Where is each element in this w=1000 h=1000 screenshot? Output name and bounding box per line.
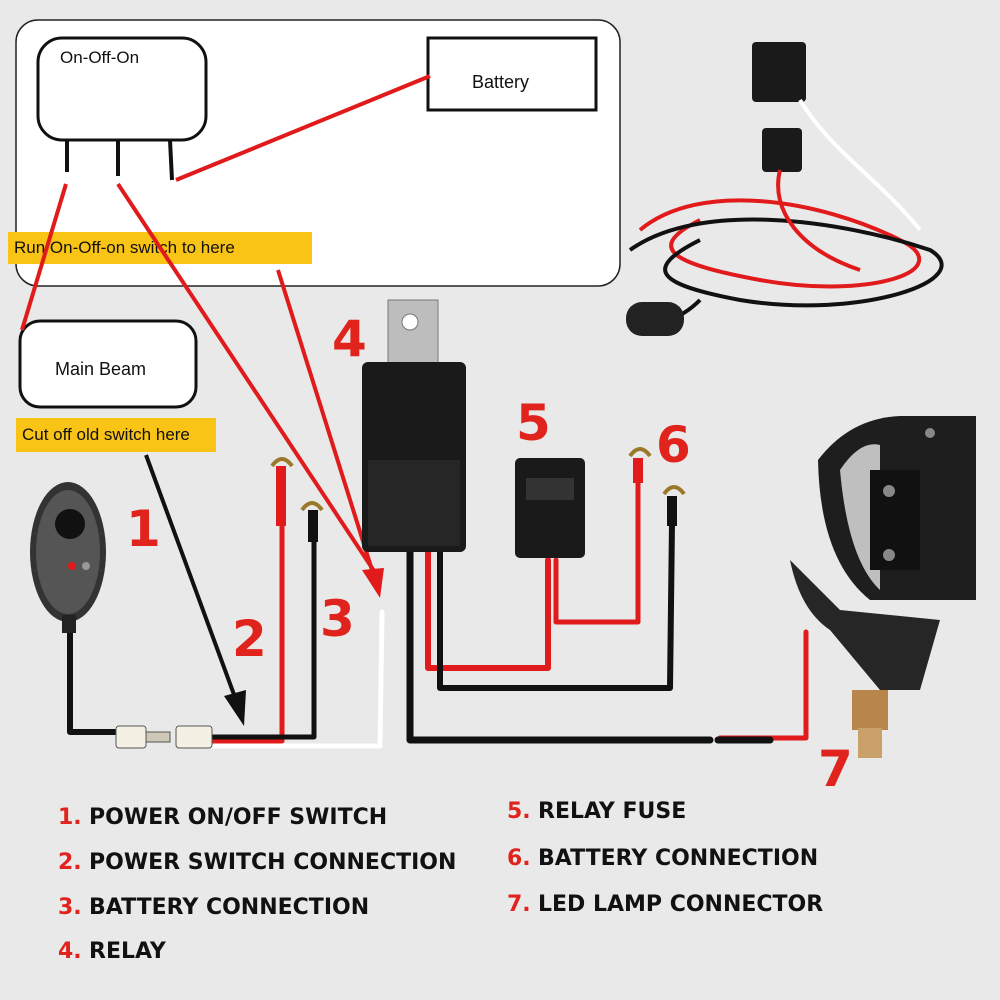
legend-num-5: 5. [507,799,531,824]
on-off-on-box: On-Off-On [36,36,208,181]
legend-num-4: 4. [58,939,82,964]
svg-text:Cut off old switch here: Cut off old switch here [22,425,190,444]
legend-num-3: 3. [58,895,82,920]
main-beam-box: Main Beam [18,319,198,409]
legend: 1. POWER ON/OFF SWITCH 2. POWER SWITCH C… [58,799,823,964]
switch-box-label: On-Off-On [60,48,139,67]
wire-switch-mainbeam [20,183,68,331]
callout-1: 1 [126,500,161,558]
legend-text-6: BATTERY CONNECTION [538,846,818,871]
callout-4: 4 [332,310,367,368]
relay-icon [362,299,466,552]
callout-5: 5 [516,394,551,452]
terminal-sleeve [308,510,318,542]
main-beam-label: Main Beam [55,359,146,379]
legend-text-5: RELAY FUSE [538,799,686,824]
callout-7: 7 [818,740,853,798]
legend-text-1: POWER ON/OFF SWITCH [89,805,387,830]
battery-box-label: Battery [472,72,529,92]
bullet-connector-icon [115,725,213,749]
legend-text-7: LED LAMP CONNECTOR [538,892,823,917]
legend-text-3: BATTERY CONNECTION [89,895,369,920]
legend-text-4: RELAY [89,939,167,964]
svg-text:Run On-Off-on switch to here: Run On-Off-on switch to here [14,238,235,257]
harness-photo-icon [626,42,944,336]
callout-3: 3 [320,590,355,648]
led-lamp-icon [790,416,976,758]
ring-terminal-icon [270,447,686,512]
switch-icon [30,482,106,633]
terminal-sleeve [633,458,643,483]
wire-switch-relay [116,182,382,582]
callout-6: 6 [656,416,691,474]
cut-switch-note: Cut off old switch here [16,418,216,452]
cut-arrow [144,454,246,726]
run-arrow [276,269,384,598]
legend-num-7: 7. [507,892,531,917]
legend-num-2: 2. [58,850,82,875]
legend-text-2: POWER SWITCH CONNECTION [89,850,456,875]
wire-harness [67,477,809,749]
terminal-sleeve [276,466,286,526]
fuse-holder-icon [515,458,585,558]
legend-num-1: 1. [58,805,82,830]
legend-num-6: 6. [507,846,531,871]
wire-switch-battery [175,74,431,182]
battery-box: Battery [426,36,598,112]
callout-2: 2 [232,610,267,668]
terminal-sleeve [667,496,677,526]
